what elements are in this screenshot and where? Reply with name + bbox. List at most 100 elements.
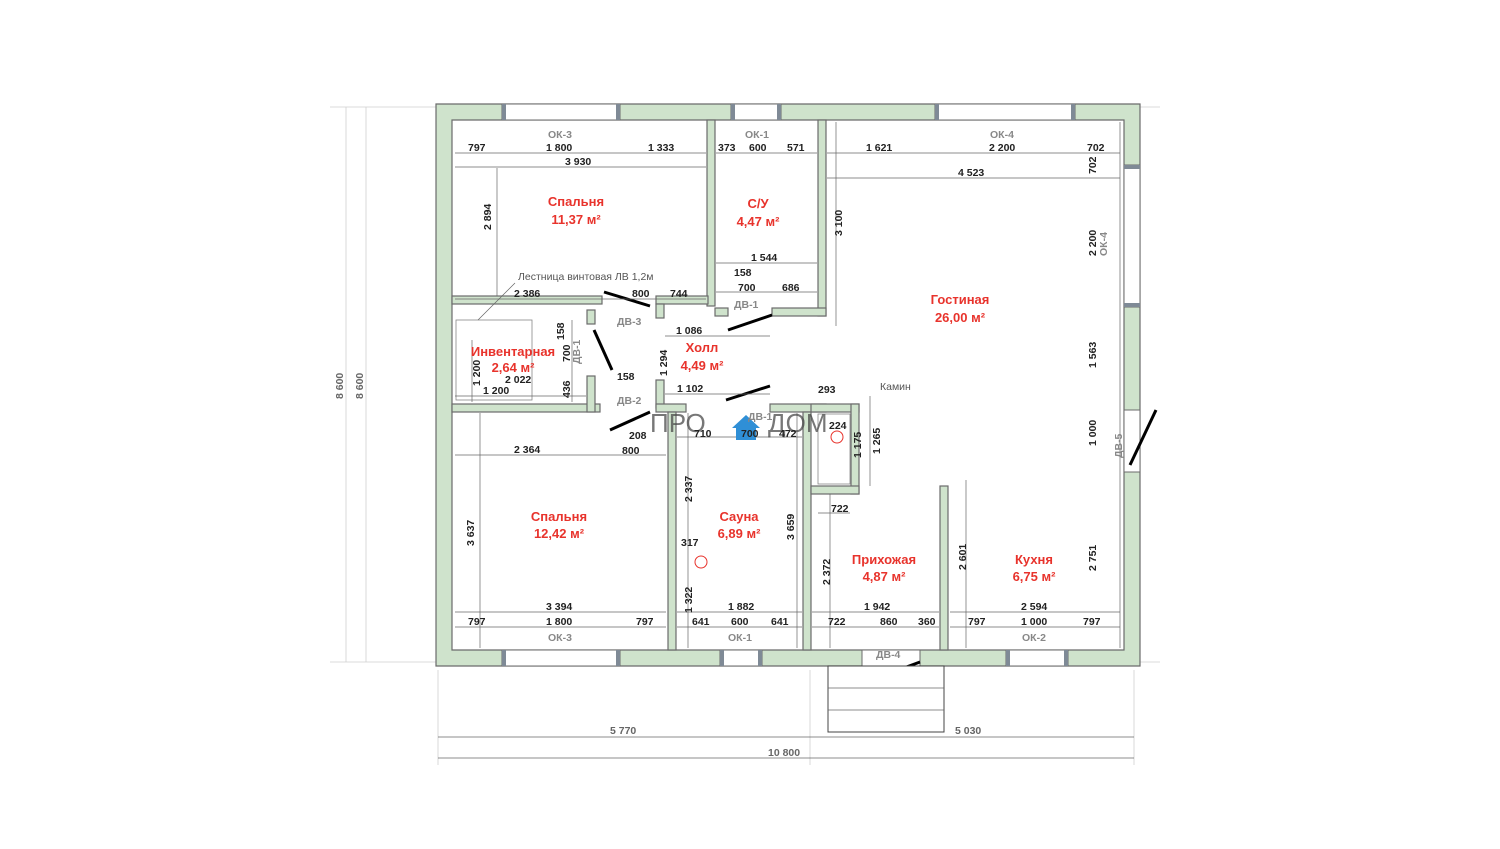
tag-dv2: ДВ-2 — [617, 395, 642, 407]
svg-text:2 337: 2 337 — [683, 476, 695, 502]
svg-text:2 200: 2 200 — [1087, 230, 1099, 256]
svg-text:208: 208 — [629, 430, 647, 442]
tag-ok4-side: ОК-4 — [1098, 232, 1110, 256]
svg-text:2 386: 2 386 — [514, 288, 540, 300]
svg-text:3 930: 3 930 — [565, 156, 591, 168]
svg-text:1 175: 1 175 — [852, 432, 864, 458]
room-name-bedroom-1: Спальня — [548, 194, 604, 209]
svg-text:800: 800 — [632, 288, 650, 300]
tag-dv4: ДВ-4 — [876, 649, 901, 661]
windows — [501, 103, 1141, 667]
svg-text:722: 722 — [828, 616, 846, 628]
svg-text:293: 293 — [818, 384, 836, 396]
svg-text:702: 702 — [1087, 156, 1099, 174]
svg-text:4 523: 4 523 — [958, 167, 984, 179]
svg-text:2 894: 2 894 — [482, 204, 494, 230]
storage-rack — [455, 319, 533, 401]
tag-dv1-inv: ДВ-1 — [571, 339, 583, 364]
svg-text:10 800: 10 800 — [768, 747, 800, 759]
svg-text:1 265: 1 265 — [871, 428, 883, 454]
svg-text:360: 360 — [918, 616, 936, 628]
room-area-bedroom-1: 11,37 м² — [551, 212, 601, 227]
svg-text:860: 860 — [880, 616, 898, 628]
svg-text:ПРО: ПРО — [650, 408, 706, 438]
svg-text:224: 224 — [829, 420, 847, 432]
room-name-bedroom-2: Спальня — [531, 509, 587, 524]
svg-text:2 364: 2 364 — [514, 444, 540, 456]
svg-text:3 637: 3 637 — [465, 520, 477, 546]
svg-text:600: 600 — [749, 142, 767, 154]
room-area-living: 26,00 м² — [935, 310, 986, 325]
room-name-inventory: Инвентарная — [471, 344, 555, 359]
svg-text:797: 797 — [1083, 616, 1101, 628]
room-name-kitchen: Кухня — [1015, 552, 1053, 567]
svg-text:5 030: 5 030 — [955, 725, 981, 737]
svg-text:436: 436 — [561, 380, 573, 398]
svg-text:1 882: 1 882 — [728, 601, 754, 613]
svg-text:3 100: 3 100 — [833, 210, 845, 236]
tag-ok3-top: ОК-3 — [548, 129, 572, 141]
dimension-lines — [438, 122, 1134, 759]
element-tags: ОК-3 ОК-1 ОК-4 ОК-4 ДВ-1 ДВ-3 ДВ-1 ДВ-2 … — [518, 129, 1125, 661]
tag-ok1-bottom: ОК-1 — [728, 632, 752, 644]
svg-text:641: 641 — [771, 616, 789, 628]
svg-text:797: 797 — [468, 142, 486, 154]
svg-text:797: 797 — [468, 616, 486, 628]
watermark-logo: ПРО ДОМ — [650, 408, 828, 440]
svg-text:1 086: 1 086 — [676, 325, 702, 337]
room-name-entry: Прихожая — [852, 552, 916, 567]
svg-text:800: 800 — [622, 445, 640, 457]
tag-ok1-top: ОК-1 — [745, 129, 769, 141]
room-area-inventory: 2,64 м² — [492, 360, 536, 375]
svg-text:317: 317 — [681, 537, 699, 549]
dimension-texts: 797 1 800 1 333 3 930 373 600 571 1 621 … — [334, 142, 1105, 759]
svg-text:158: 158 — [734, 267, 752, 279]
svg-text:2 601: 2 601 — [957, 544, 969, 570]
svg-text:8 600: 8 600 — [354, 373, 366, 399]
svg-text:2 372: 2 372 — [821, 559, 833, 585]
tag-ok2-bottom: ОК-2 — [1022, 632, 1046, 644]
room-area-bathroom: 4,47 м² — [737, 214, 781, 229]
svg-text:8 600: 8 600 — [334, 373, 346, 399]
svg-text:1 000: 1 000 — [1021, 616, 1047, 628]
svg-text:702: 702 — [1087, 142, 1105, 154]
tag-dv5: ДВ-5 — [1113, 433, 1125, 458]
svg-text:1 200: 1 200 — [471, 360, 483, 386]
svg-text:1 942: 1 942 — [864, 601, 890, 613]
tag-dv1-bath: ДВ-1 — [734, 299, 759, 311]
svg-text:700: 700 — [561, 344, 573, 362]
room-labels: Спальня 11,37 м² С/У 4,47 м² Гостиная 26… — [471, 194, 1056, 584]
sauna-stove — [694, 555, 708, 569]
svg-text:700: 700 — [738, 282, 756, 294]
svg-text:1 544: 1 544 — [751, 252, 777, 264]
svg-text:797: 797 — [968, 616, 986, 628]
svg-text:158: 158 — [617, 371, 635, 383]
room-name-sauna: Сауна — [719, 509, 759, 524]
svg-text:1 621: 1 621 — [866, 142, 892, 154]
svg-text:2 594: 2 594 — [1021, 601, 1047, 613]
svg-text:1 000: 1 000 — [1087, 420, 1099, 446]
fireplace-label: Камин — [880, 381, 911, 393]
room-area-sauna: 6,89 м² — [718, 526, 762, 541]
svg-text:5 770: 5 770 — [610, 725, 636, 737]
svg-text:2 022: 2 022 — [505, 374, 531, 386]
svg-text:571: 571 — [787, 142, 805, 154]
svg-text:2 200: 2 200 — [989, 142, 1015, 154]
svg-text:710: 710 — [694, 428, 712, 440]
fireplace — [817, 413, 851, 485]
svg-text:1 333: 1 333 — [648, 142, 674, 154]
svg-text:1 563: 1 563 — [1087, 342, 1099, 368]
outer-walls — [435, 103, 1141, 667]
svg-text:373: 373 — [718, 142, 736, 154]
svg-text:1 322: 1 322 — [683, 587, 695, 613]
tag-ok4-top: ОК-4 — [990, 129, 1014, 141]
svg-text:641: 641 — [692, 616, 710, 628]
svg-text:1 200: 1 200 — [483, 385, 509, 397]
svg-text:686: 686 — [782, 282, 800, 294]
svg-text:1 800: 1 800 — [546, 142, 572, 154]
svg-text:2 751: 2 751 — [1087, 545, 1099, 571]
room-area-hall: 4,49 м² — [681, 358, 725, 373]
stair-note: Лестница винтовая ЛВ 1,2м — [518, 271, 654, 283]
room-area-entry: 4,87 м² — [863, 569, 907, 584]
